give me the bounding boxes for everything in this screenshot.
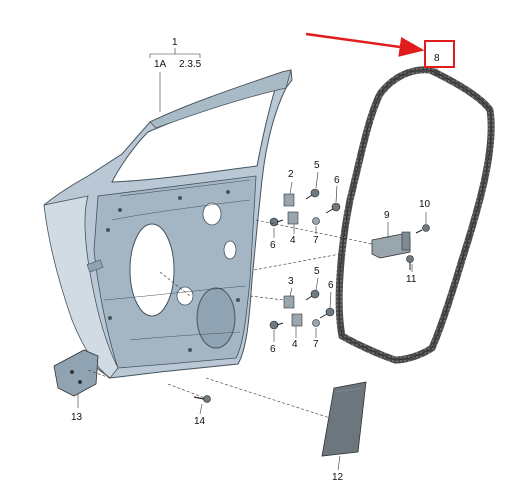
highlight-arrow xyxy=(305,32,425,57)
callout-9: 9 xyxy=(384,210,390,221)
small-hole xyxy=(176,286,194,306)
lower-hardware xyxy=(269,289,335,330)
frame-top-edge xyxy=(149,69,292,129)
small-hole xyxy=(223,240,237,260)
speaker-opening xyxy=(196,287,236,349)
screw-11 xyxy=(406,255,414,270)
callout-8: 8 xyxy=(434,53,440,64)
callout-6: 6 xyxy=(270,240,276,251)
large-access-hole xyxy=(129,223,175,317)
callout-7: 7 xyxy=(313,339,319,350)
door-edge-strip xyxy=(43,195,119,379)
highlight-box xyxy=(424,40,455,68)
leader-lines xyxy=(77,48,438,471)
door-seal xyxy=(335,66,495,364)
callout-3: 3 xyxy=(288,276,294,287)
callout-6: 6 xyxy=(270,344,276,355)
door-shell xyxy=(43,69,293,379)
callout-1a: 1A xyxy=(154,59,167,70)
callout-1: 1 xyxy=(172,37,178,48)
callout-10: 10 xyxy=(419,199,431,210)
screw-14 xyxy=(193,395,211,403)
callout-6: 6 xyxy=(334,175,340,186)
callout-11: 11 xyxy=(406,274,417,285)
callout-4: 4 xyxy=(292,339,298,350)
hinge-part xyxy=(371,231,411,259)
callout-5: 5 xyxy=(314,266,320,277)
callout-7: 7 xyxy=(313,235,319,246)
upper-hardware xyxy=(269,188,341,227)
callout-6: 6 xyxy=(328,280,334,291)
inner-panel xyxy=(93,175,257,369)
callout-13: 13 xyxy=(71,412,83,423)
callout-2-3-5: 2.3.5 xyxy=(179,59,202,70)
callout-4: 4 xyxy=(290,235,296,246)
screw-10 xyxy=(415,224,430,234)
callout-5: 5 xyxy=(314,160,320,171)
small-hole xyxy=(202,202,222,226)
callout-12: 12 xyxy=(332,472,344,483)
callout-14: 14 xyxy=(194,416,206,427)
bracket-part xyxy=(53,349,99,397)
callout-2: 2 xyxy=(288,169,294,180)
insulation-pad xyxy=(321,381,367,457)
